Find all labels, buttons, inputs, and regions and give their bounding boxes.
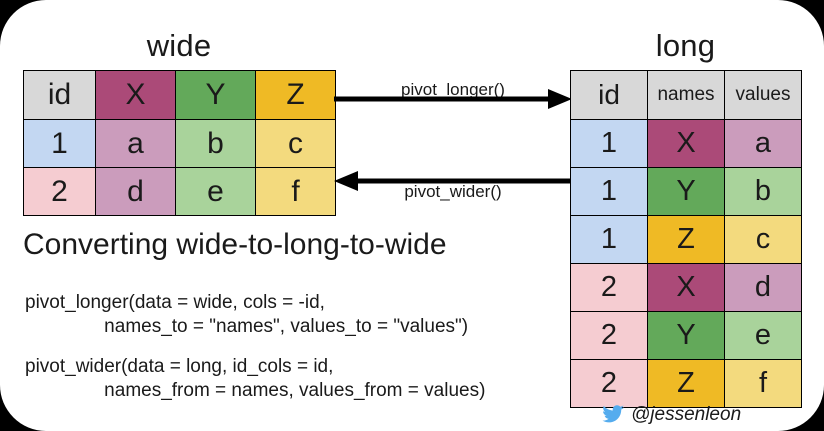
code-line-pivot-wider-2: names_from = names, values_from = values…	[25, 380, 486, 401]
long-cell-r4-names: Y	[647, 311, 725, 360]
long-cell-r0-names: X	[647, 119, 725, 168]
long-cell-r4-values: e	[724, 311, 802, 360]
credit-row: @jessenleon	[600, 404, 741, 426]
long-table: id names values 1 X a 1 Y b 1 Z c 2 X	[570, 70, 802, 408]
code-line-pivot-longer-1: pivot_longer(data = wide, cols = -id,	[25, 292, 325, 313]
wide-col-header-z: Z	[255, 70, 336, 120]
wide-table: id X Y Z 1 a b c 2 d e f	[23, 70, 336, 216]
long-cell-r2-values: c	[724, 215, 802, 264]
table-row: 2 Z f	[570, 359, 802, 408]
long-cell-r1-id: 1	[570, 167, 648, 216]
table-header-row: id names values	[570, 70, 802, 120]
pivot-wider-label: pivot_wider()	[404, 182, 502, 201]
code-line-pivot-wider-1: pivot_wider(data = long, id_cols = id,	[25, 356, 334, 377]
twitter-bird-icon	[602, 405, 624, 423]
long-cell-r3-names: X	[647, 263, 725, 312]
wide-cell-r0-id: 1	[23, 119, 96, 168]
long-cell-r2-id: 1	[570, 215, 648, 264]
wide-table-title: wide	[146, 28, 212, 63]
wide-col-header-id: id	[23, 70, 96, 120]
long-cell-r5-values: f	[724, 359, 802, 408]
long-col-header-id: id	[570, 70, 648, 120]
pivot-longer-arrow	[334, 89, 572, 109]
long-cell-r2-names: Z	[647, 215, 725, 264]
long-cell-r0-values: a	[724, 119, 802, 168]
long-col-header-values: values	[724, 70, 802, 120]
wide-col-header-x: X	[95, 70, 176, 120]
wide-cell-r1-id: 2	[23, 167, 96, 216]
long-cell-r3-values: d	[724, 263, 802, 312]
wide-cell-r1-x: d	[95, 167, 176, 216]
long-cell-r0-id: 1	[570, 119, 648, 168]
long-cell-r4-id: 2	[570, 311, 648, 360]
long-cell-r1-names: Y	[647, 167, 725, 216]
table-header-row: id X Y Z	[23, 70, 336, 120]
code-line-pivot-longer-2: names_to = "names", values_to = "values"…	[25, 316, 469, 337]
long-cell-r1-values: b	[724, 167, 802, 216]
table-row: 2 d e f	[23, 167, 336, 216]
pivot-wider-arrow	[334, 171, 572, 191]
wide-cell-r0-z: c	[255, 119, 336, 168]
wide-col-header-y: Y	[175, 70, 256, 120]
table-row: 1 a b c	[23, 119, 336, 168]
long-col-header-names: names	[647, 70, 725, 120]
table-row: 2 Y e	[570, 311, 802, 360]
wide-cell-r1-z: f	[255, 167, 336, 216]
long-cell-r5-names: Z	[647, 359, 725, 408]
long-table-title: long	[655, 28, 716, 63]
table-row: 2 X d	[570, 263, 802, 312]
pivot-longer-label: pivot_longer()	[401, 80, 505, 99]
long-cell-r3-id: 2	[570, 263, 648, 312]
long-cell-r5-id: 2	[570, 359, 648, 408]
wide-cell-r0-x: a	[95, 119, 176, 168]
table-row: 1 Y b	[570, 167, 802, 216]
table-row: 1 Z c	[570, 215, 802, 264]
wide-cell-r0-y: b	[175, 119, 256, 168]
table-row: 1 X a	[570, 119, 802, 168]
wide-cell-r1-y: e	[175, 167, 256, 216]
page-title: Converting wide-to-long-to-wide	[23, 228, 447, 261]
twitter-handle: @jessenleon	[631, 404, 742, 425]
